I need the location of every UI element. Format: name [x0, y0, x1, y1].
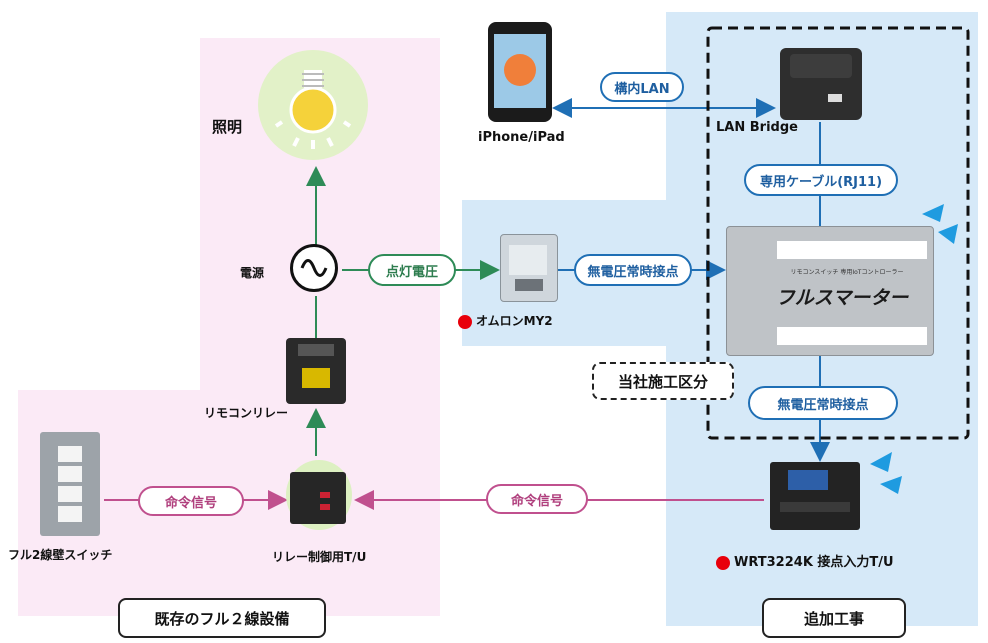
company-scope-box — [706, 26, 970, 440]
power-label: 電源 — [240, 266, 265, 280]
red-dot-icon — [458, 314, 472, 329]
wrt-label-text: WRT3224K 接点入力T/U — [734, 555, 894, 570]
label-company-scope: 当社施工区分 — [592, 362, 734, 400]
wall-switch-image — [40, 432, 100, 536]
pill-lan: 構内LAN — [600, 72, 684, 102]
fullsmarter-sub-text: リモコンスイッチ 専用IoTコントローラー — [790, 269, 904, 276]
remote-relay-image — [286, 338, 346, 404]
remote-relay-label: リモコンリレー — [204, 406, 289, 420]
red-dot-icon — [716, 555, 730, 570]
fullsmarter-logo: フルスマーター — [775, 287, 909, 309]
pill-dry-contact-2: 無電圧常時接点 — [748, 386, 898, 420]
lightbulb-icon — [258, 50, 368, 160]
wall-switch-label: フル2線壁スイッチ — [8, 548, 113, 562]
omron-relay-image — [500, 234, 558, 302]
lan-bridge-image — [780, 48, 862, 120]
omron-label-text: オムロンMY2 — [476, 314, 553, 328]
pill-command-right: 命令信号 — [486, 484, 588, 514]
lighting-label: 照明 — [212, 118, 243, 136]
fullsmarter-device: リモコンスイッチ 専用IoTコントローラー フルスマーター — [726, 226, 934, 356]
wrt-device-image — [770, 462, 860, 530]
omron-label: オムロンMY2 — [458, 312, 553, 329]
iphone-image — [488, 22, 552, 122]
wireless-icon — [922, 204, 944, 222]
lan-bridge-label: LAN Bridge — [716, 120, 798, 135]
relay-control-device — [290, 472, 346, 524]
pill-lighting-voltage: 点灯電圧 — [368, 254, 456, 286]
pill-cable: 専用ケーブル(RJ11) — [744, 164, 898, 196]
pill-dry-contact-1: 無電圧常時接点 — [574, 254, 692, 286]
wrt-label: WRT3224K 接点入力T/U — [716, 551, 894, 570]
wireless-icon — [870, 452, 892, 472]
label-addition: 追加工事 — [762, 598, 906, 638]
power-icon — [290, 244, 338, 292]
relay-control-label: リレー制御用T/U — [272, 550, 367, 564]
pill-command-left: 命令信号 — [138, 486, 244, 516]
label-existing: 既存のフル２線設備 — [118, 598, 326, 638]
iphone-label: iPhone/iPad — [478, 130, 565, 145]
